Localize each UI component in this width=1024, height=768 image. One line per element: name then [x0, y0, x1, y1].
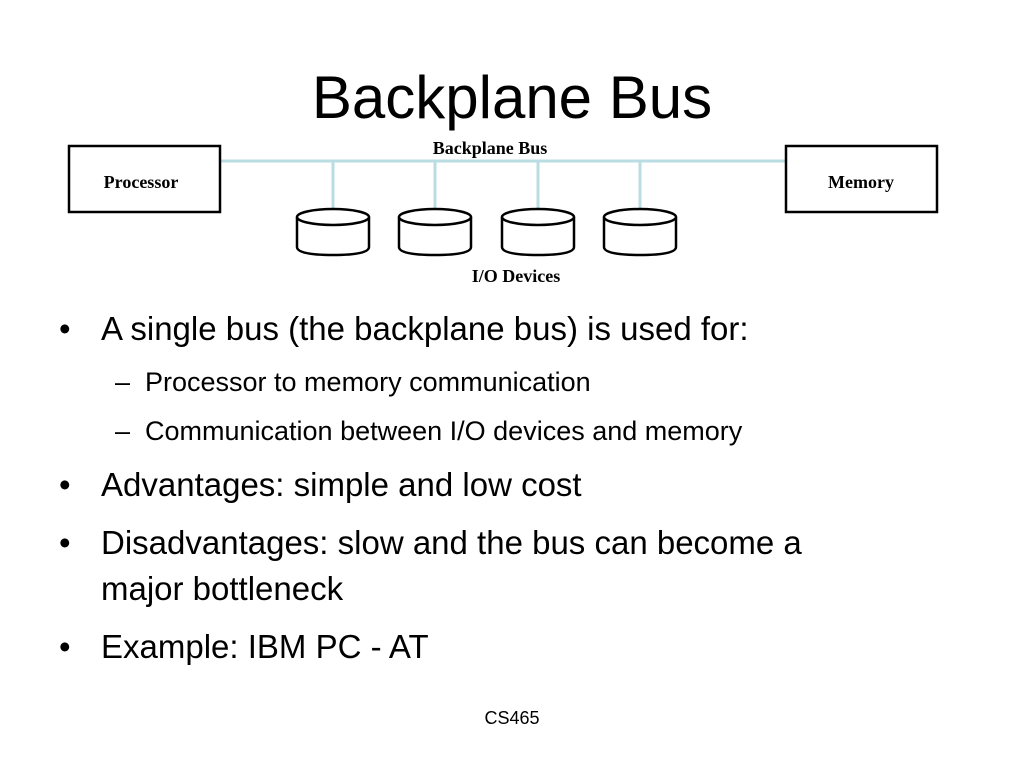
sub-bullet-text: Communication between I/O devices and me…	[145, 416, 743, 446]
bullet-mark: •	[59, 466, 71, 503]
sub-bullet-text: Processor to memory communication	[145, 367, 591, 397]
bullet-text: Example: IBM PC - AT	[101, 628, 429, 665]
slide-title: Backplane Bus	[311, 64, 713, 131]
bullet-mark: •	[59, 310, 71, 347]
sub-bullet-item-2: – Communication between I/O devices and …	[115, 413, 743, 449]
bullet-item-4: • Example: IBM PC - AT	[59, 624, 429, 670]
processor-box	[67, 144, 222, 214]
sub-bullet-item-1: – Processor to memory communication	[115, 364, 591, 400]
bullet-item-1: • A single bus (the backplane bus) is us…	[59, 306, 749, 352]
backplane-bus-diagram: Processor Memory Backplane Bus I/O Devic…	[67, 138, 939, 286]
bus-label: Backplane Bus	[433, 138, 548, 158]
bullet-item-3: • Disadvantages: slow and the bus can be…	[59, 520, 802, 566]
bullet-text-line-2: major bottleneck	[101, 570, 344, 607]
bullet-mark: •	[59, 628, 71, 665]
bullet-item-3-continued: major bottleneck	[101, 566, 343, 612]
processor-label: Processor	[104, 172, 179, 192]
io-device-2	[397, 207, 473, 257]
bullet-text-line-1: Disadvantages: slow and the bus can beco…	[101, 524, 802, 561]
io-device-1	[295, 207, 371, 257]
io-device-4	[602, 207, 678, 257]
memory-box	[784, 144, 939, 214]
memory-label: Memory	[828, 172, 894, 192]
bullet-mark: •	[59, 524, 71, 561]
io-devices-label: I/O Devices	[472, 266, 560, 286]
bullet-text: Advantages: simple and low cost	[101, 466, 582, 503]
bullet-text: A single bus (the backplane bus) is used…	[101, 310, 749, 347]
slide-footer: CS465	[484, 708, 540, 728]
bullet-item-2: • Advantages: simple and low cost	[59, 462, 582, 508]
sub-bullet-mark: –	[115, 367, 131, 397]
sub-bullet-mark: –	[115, 416, 131, 446]
io-device-3	[500, 207, 576, 257]
